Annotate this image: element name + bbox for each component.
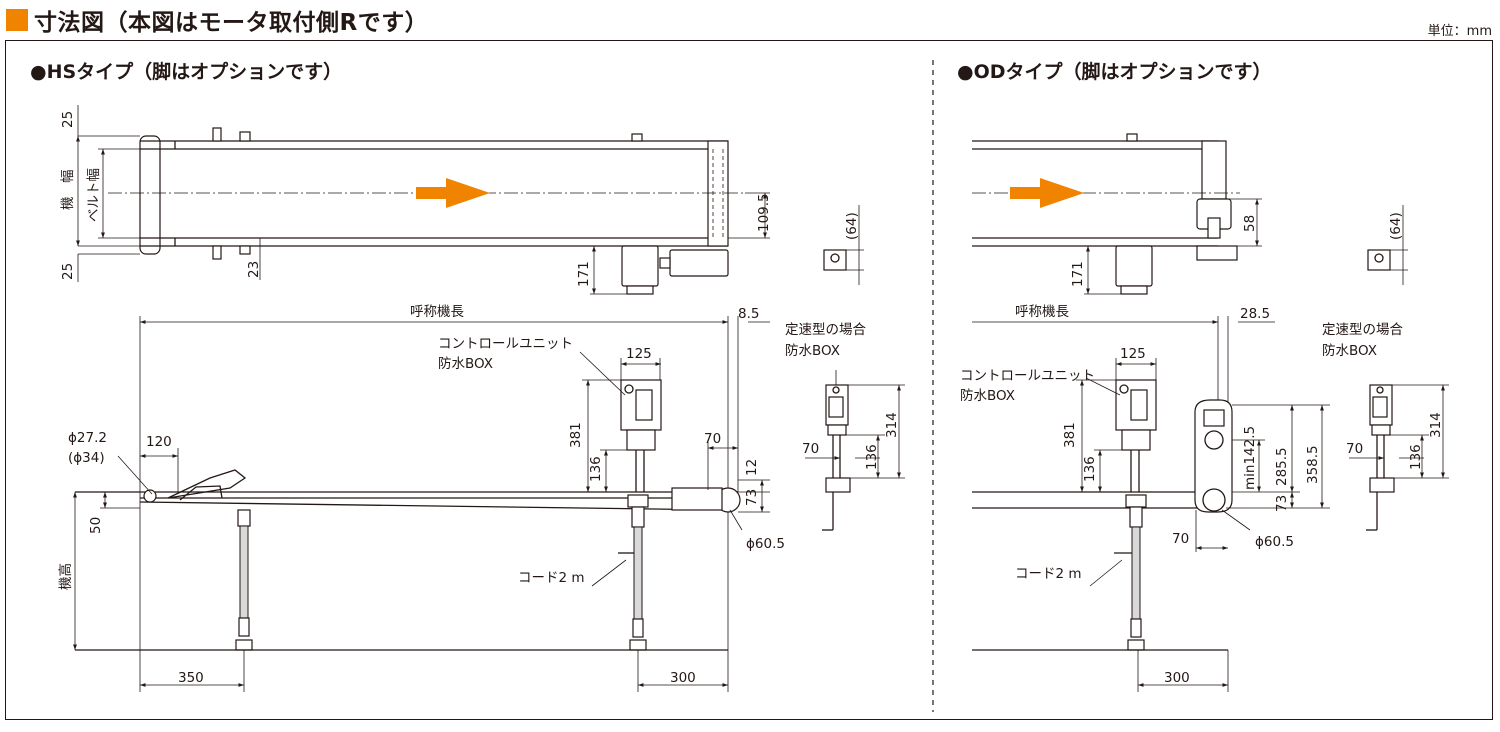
title-marker-square (6, 9, 28, 31)
hs-dia-27-2: ϕ27.2 (68, 430, 107, 446)
od-dim-314: 314 (1428, 412, 1444, 438)
hs-control-unit-label: コントロールユニット (438, 336, 573, 352)
od-waterproof-box-label: 防水BOX (960, 388, 1015, 404)
hs-dim-350: 350 (178, 670, 204, 686)
hs-side-view (73, 316, 770, 692)
od-dim-171: 171 (1070, 261, 1086, 287)
hs-top-view (76, 105, 770, 295)
page-title: 寸法図（本図はモータ取付側Rです） (34, 10, 429, 36)
hs-dim-136: 136 (588, 456, 604, 482)
od-end-dim-136: 136 (1408, 444, 1424, 470)
hs-end-dim-70: 70 (802, 441, 819, 457)
od-dim-300: 300 (1164, 670, 1190, 686)
hs-end-waterproof-box-label: 防水BOX (785, 343, 840, 359)
hs-end-view-const-speed (805, 370, 905, 531)
od-dim-73: 73 (1274, 495, 1290, 512)
hs-dim-300: 300 (670, 670, 696, 686)
hs-machine-width-label: 機 幅 (60, 170, 76, 211)
od-end-view-const-speed (1349, 384, 1449, 531)
hs-dim-25-bottom: 25 (60, 263, 76, 280)
hs-dia-60-5: ϕ60.5 (746, 536, 785, 552)
od-dim-64: (64) (1388, 212, 1404, 240)
hs-belt-width-label: ベルト幅 (86, 168, 102, 222)
hs-end-view-top (823, 205, 864, 285)
od-dim-58: 58 (1242, 215, 1258, 232)
hs-dim-8-5: 8.5 (738, 306, 759, 322)
od-top-view (972, 133, 1262, 295)
hs-dim-12: 12 (744, 459, 760, 476)
hs-dim-50: 50 (88, 517, 104, 534)
od-const-speed-label: 定速型の場合 (1322, 322, 1403, 338)
od-nominal-length-label: 呼称機長 (1015, 304, 1069, 320)
od-end-view-top (1367, 205, 1408, 285)
hs-section-title: ●HSタイプ（脚はオプションです） (30, 60, 342, 83)
od-dim-28-5: 28.5 (1240, 306, 1270, 322)
conveying-direction-arrow-icon (416, 178, 490, 208)
hs-dim-125: 125 (626, 346, 652, 362)
od-dim-136: 136 (1082, 456, 1098, 482)
od-dia-60-5: ϕ60.5 (1255, 534, 1294, 550)
hs-dim-109-5: 109.5 (756, 193, 772, 232)
hs-cord-label: コード2 m (518, 570, 585, 586)
od-dim-125: 125 (1120, 346, 1146, 362)
od-side-view (972, 316, 1330, 692)
hs-waterproof-box-label: 防水BOX (438, 356, 493, 372)
od-dim-70: 70 (1172, 531, 1189, 547)
od-control-unit-label: コントロールユニット (960, 368, 1095, 384)
header: 寸法図（本図はモータ取付側Rです） (6, 4, 428, 36)
hs-const-speed-label: 定速型の場合 (785, 322, 866, 338)
hs-dim-381: 381 (568, 422, 584, 448)
hs-dim-314: 314 (884, 412, 900, 438)
hs-dim-23: 23 (246, 261, 262, 278)
hs-dim-64: (64) (844, 212, 860, 240)
od-dim-358-5: 358.5 (1305, 445, 1321, 484)
hs-dim-70: 70 (704, 431, 721, 447)
hs-dim-25-top: 25 (60, 111, 76, 128)
hs-machine-height-label: 機高 (57, 563, 74, 590)
hs-dim-171: 171 (576, 261, 592, 287)
hs-dim-73: 73 (744, 489, 760, 506)
drawing-frame (5, 40, 1493, 720)
od-conveying-direction-arrow-icon (1010, 178, 1084, 208)
hs-dim-120: 120 (146, 434, 172, 450)
od-dim-285-5: 285.5 (1274, 447, 1290, 486)
od-cord-label: コード2 m (1015, 566, 1082, 582)
od-section-title: ●ODタイプ（脚はオプションです） (957, 60, 1272, 83)
hs-end-dim-136: 136 (864, 444, 880, 470)
od-end-waterproof-box-label: 防水BOX (1322, 343, 1377, 359)
od-dim-min142-5: min142.5 (1242, 426, 1258, 490)
unit-label: 単位：mm (1427, 24, 1492, 39)
od-dim-381: 381 (1062, 422, 1078, 448)
hs-nominal-length-label: 呼称機長 (410, 304, 464, 320)
hs-dia-34: (ϕ34) (68, 450, 105, 466)
od-end-dim-70: 70 (1346, 441, 1363, 457)
